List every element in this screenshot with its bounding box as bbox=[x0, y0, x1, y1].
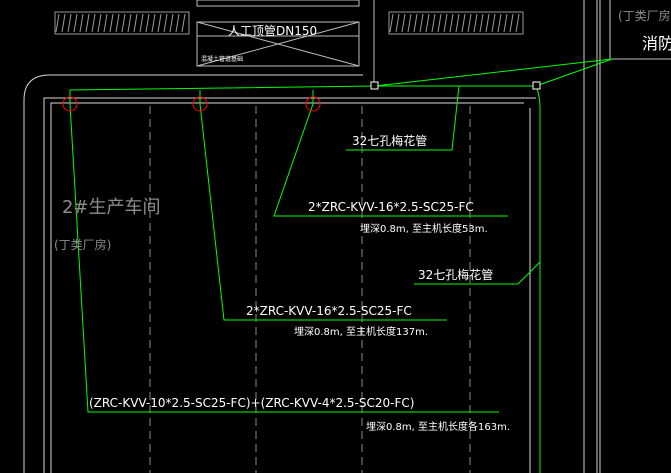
cable-spec-2: 2*ZRC-KVV-16*2.5-SC25-FC bbox=[246, 304, 412, 318]
hatch-line bbox=[169, 13, 174, 33]
cable-note-2: 埋深0.8m, 至主机长度137m. bbox=[294, 325, 428, 338]
hatch-strip-left bbox=[54, 11, 190, 35]
hatch-line bbox=[61, 13, 66, 33]
building-name: 2#生产车间 bbox=[62, 197, 161, 218]
hatch-line bbox=[413, 13, 418, 33]
hatch-line bbox=[455, 13, 460, 33]
hatch-line bbox=[425, 13, 430, 33]
hatch-line bbox=[55, 13, 60, 33]
cable-note-3: 埋深0.8m, 至主机长度各163m. bbox=[366, 420, 510, 433]
hatch-line bbox=[485, 13, 490, 33]
hatch-line bbox=[509, 13, 514, 33]
hatch-line bbox=[157, 13, 162, 33]
junction-boxes bbox=[370, 81, 541, 90]
hatch-line bbox=[109, 13, 114, 33]
hatch-line bbox=[103, 13, 108, 33]
hatch-line bbox=[461, 13, 466, 33]
hatch-line bbox=[97, 13, 102, 33]
hatch-line bbox=[175, 13, 180, 33]
hatch-line bbox=[395, 13, 400, 33]
right-boundary-lines bbox=[583, 0, 611, 473]
pipe-label-lower: 32七孔梅花管 bbox=[418, 267, 493, 282]
hatch-line bbox=[181, 13, 186, 33]
hatch-line bbox=[133, 13, 138, 33]
pipe-base-label: 混凝土管道基础 bbox=[201, 55, 243, 63]
hatch-line bbox=[401, 13, 406, 33]
pipe-label-upper: 32七孔梅花管 bbox=[352, 133, 427, 148]
hatch-line bbox=[85, 13, 90, 33]
hatch-line bbox=[163, 13, 168, 33]
hatch-line bbox=[115, 13, 120, 33]
hatch-line bbox=[491, 13, 496, 33]
building-outline bbox=[23, 74, 536, 473]
hatch-line bbox=[503, 13, 508, 33]
hatch-line bbox=[127, 13, 132, 33]
hatch-line bbox=[73, 13, 78, 33]
hatch-line bbox=[497, 13, 502, 33]
building-class: (丁类厂房) bbox=[54, 237, 111, 252]
hatch-line bbox=[389, 13, 394, 33]
hatch-line bbox=[467, 13, 472, 33]
cable-spec-1: 2*ZRC-KVV-16*2.5-SC25-FC bbox=[308, 200, 474, 214]
hatch-line bbox=[121, 13, 126, 33]
hatch-line bbox=[419, 13, 424, 33]
hatch-line bbox=[449, 13, 454, 33]
hatch-line bbox=[139, 13, 144, 33]
hatch-line bbox=[515, 13, 520, 33]
hatch-line bbox=[145, 13, 150, 33]
hatch-line bbox=[79, 13, 84, 33]
top-right-class: (丁类厂房) bbox=[618, 8, 671, 23]
hatch-line bbox=[67, 13, 72, 33]
hatch-line bbox=[431, 13, 436, 33]
pipe-jacking-label: 人工顶管DN150 bbox=[228, 23, 317, 38]
cable-spec-3: (ZRC-KVV-10*2.5-SC25-FC)+(ZRC-KVV-4*2.5-… bbox=[89, 396, 414, 410]
hatch-line bbox=[473, 13, 478, 33]
cable-note-1: 埋深0.8m, 至主机长度53m. bbox=[360, 222, 488, 235]
fire-label: 消防 bbox=[642, 34, 671, 53]
cable-routes bbox=[69, 58, 613, 473]
hatch-line bbox=[437, 13, 442, 33]
hatch-line bbox=[151, 13, 156, 33]
hatch-line bbox=[443, 13, 448, 33]
junction-markers bbox=[62, 96, 321, 112]
pipe-jacking-box bbox=[196, 0, 360, 67]
hatch-line bbox=[407, 13, 412, 33]
hatch-strip-right bbox=[388, 11, 524, 35]
hatch-line bbox=[91, 13, 96, 33]
hatch-line bbox=[479, 13, 484, 33]
